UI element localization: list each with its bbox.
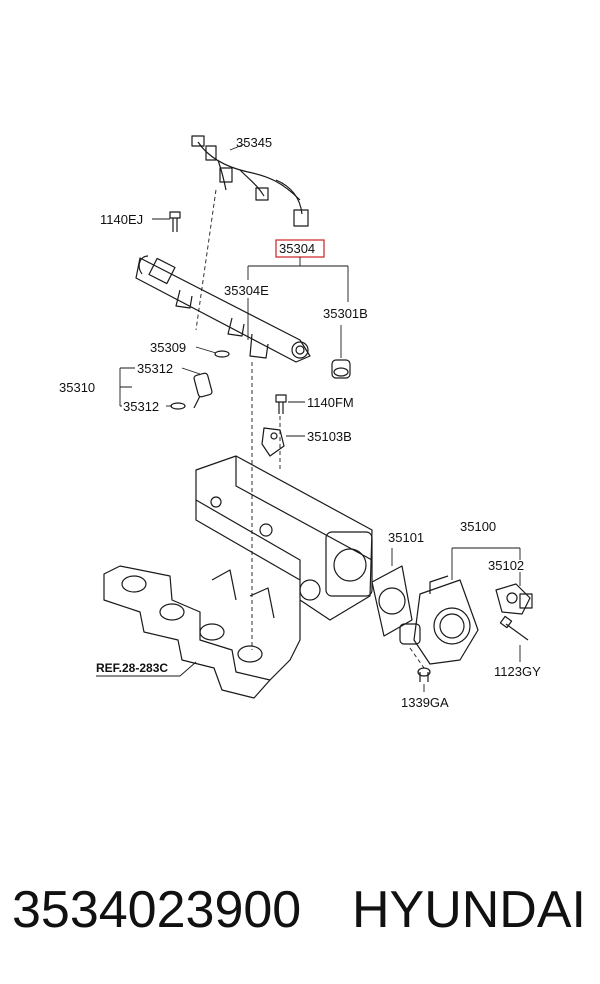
label-assembly: 35304 xyxy=(279,241,315,256)
label-throttle-body: 35100 xyxy=(460,519,496,534)
intake-manifold xyxy=(103,189,373,699)
parts-diagram: 35345 1140EJ 35304 35304E 35301B 35309 3… xyxy=(59,135,541,710)
fuel-rail xyxy=(135,255,311,363)
pressure-regulator xyxy=(331,325,351,379)
label-regulator: 35301B xyxy=(323,306,368,321)
ref-underline xyxy=(96,661,197,677)
label-injector-group: 35310 xyxy=(59,380,95,395)
label-oring-top: 35309 xyxy=(150,340,186,355)
label-bolt-top: 1140EJ xyxy=(100,212,143,227)
screw xyxy=(499,615,529,662)
brand-name: HYUNDAI xyxy=(351,881,586,939)
part-number: 3534023900 xyxy=(12,881,302,939)
label-sensor: 35102 xyxy=(488,558,524,573)
label-bracket: 35103B xyxy=(307,429,352,444)
throttle-sensor xyxy=(495,572,533,615)
wiring-harness xyxy=(191,135,309,227)
bolt-1140ej xyxy=(152,211,181,232)
label-bolt-bracket: 1140FM xyxy=(307,395,354,410)
gasket xyxy=(371,548,413,637)
label-fitting: 1339GA xyxy=(401,695,449,710)
label-harness: 35345 xyxy=(236,135,272,150)
label-rail: 35304E xyxy=(224,283,269,298)
label-gasket: 35101 xyxy=(388,530,424,545)
label-screw: 1123GY xyxy=(494,664,541,679)
injector-group xyxy=(119,346,230,410)
assembly-bracket xyxy=(247,239,349,340)
bracket-assembly xyxy=(261,394,305,457)
footer: 3534023900 HYUNDAI xyxy=(0,870,600,960)
label-oring-lower: 35312 xyxy=(123,399,159,414)
fitting xyxy=(409,647,431,692)
throttle-body xyxy=(399,547,521,665)
label-oring-upper: 35312 xyxy=(137,361,173,376)
label-ref: REF.28-283C xyxy=(96,661,168,675)
